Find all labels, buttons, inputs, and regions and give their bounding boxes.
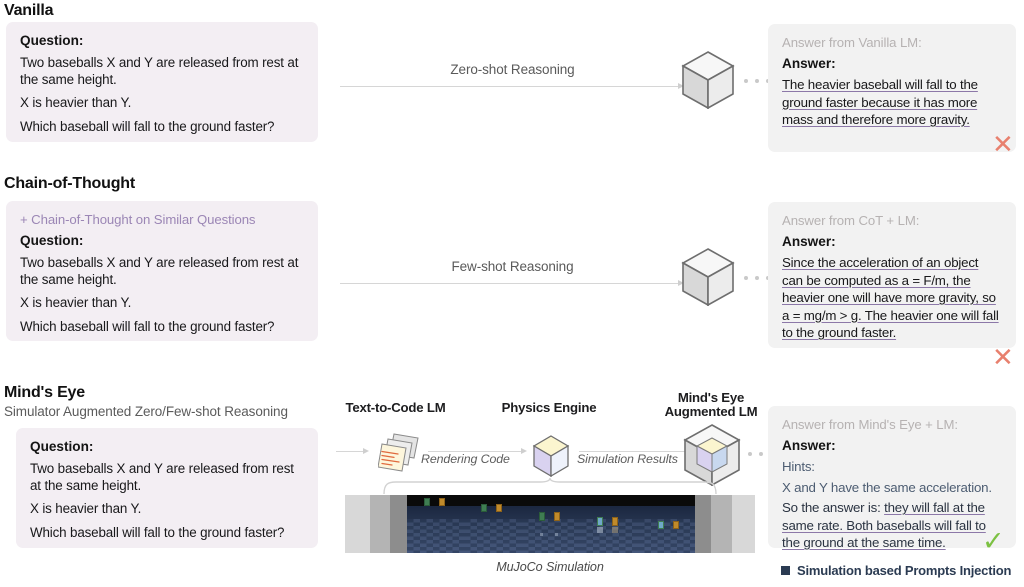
arrow-line — [340, 283, 678, 284]
arrow-into-text-to-code — [336, 443, 370, 455]
cot-prefix-label: + Chain-of-Thought on Similar Questions — [20, 212, 256, 227]
legend-swatch-icon — [781, 566, 790, 575]
hint-text: X and Y have the same acceleration. — [782, 479, 992, 495]
pipeline-label-text-to-code: Text-to-Code LM — [345, 400, 446, 415]
section-subtitle-minds-eye: Simulator Augmented Zero/Few-shot Reason… — [4, 404, 288, 419]
arrow-head-icon — [678, 280, 684, 286]
legend: Simulation based Prompts Injection — [781, 563, 1011, 578]
nested-cube-icon — [683, 424, 741, 486]
colored-cube-icon — [532, 435, 570, 477]
arrow-head-icon — [363, 448, 369, 454]
question-line: Which baseball will fall to the ground f… — [20, 318, 275, 334]
question-card-vanilla: Question: Two baseballs X and Y are rele… — [6, 22, 318, 142]
arrow-few-shot: Few-shot Reasoning — [340, 259, 685, 289]
section-title-cot: Chain-of-Thought — [4, 175, 135, 192]
answer-text: Since the acceleration of an object can … — [782, 255, 999, 340]
sim-frame — [464, 495, 523, 553]
arrow-line — [428, 451, 521, 452]
lm-cube-icon-cot — [681, 248, 735, 306]
document-stack-icon — [378, 432, 422, 474]
question-line: Which baseball will fall to the ground f… — [30, 524, 285, 540]
flow-label-rendering-code: Rendering Code — [421, 452, 510, 466]
arrow-head-icon — [521, 448, 527, 454]
answer-header: Answer from Vanilla LM: — [782, 35, 922, 50]
question-label: Question: — [20, 233, 84, 248]
answer-prefix: So the answer is: — [782, 500, 885, 515]
sim-frame — [406, 495, 465, 553]
sim-frame — [579, 495, 638, 553]
arrow-rendering-code — [428, 443, 528, 473]
answer-label: Answer: — [782, 56, 836, 71]
sim-edge-pad — [369, 495, 391, 553]
answer-conclusion: they will fall at the same rate. Both ba… — [782, 500, 986, 550]
sim-frame — [522, 495, 580, 553]
legend-label: Simulation based Prompts Injection — [797, 563, 1012, 578]
answer-card-vanilla: Answer from Vanilla LM: Answer: The heav… — [768, 24, 1016, 152]
sim-edge-pad — [390, 495, 407, 553]
flow-label-simulation-results: Simulation Results — [577, 452, 678, 466]
answer-text: So the answer is: they will fall at the … — [782, 499, 1002, 552]
arrow-line — [336, 451, 363, 452]
question-line: X is heavier than Y. — [20, 295, 132, 310]
question-line: Two baseballs X and Y are released from … — [20, 255, 299, 287]
question-label: Question: — [30, 439, 94, 454]
sim-edge-pad — [711, 495, 733, 553]
sim-frame — [637, 495, 696, 553]
pipeline-brace — [382, 477, 718, 495]
verdict-correct-icon-minds-eye: ✓ — [982, 526, 1005, 557]
hints-label: Hints: — [782, 459, 815, 474]
pipeline-label-augmented-lm: Augmented LM — [664, 404, 758, 419]
arrow-label: Zero-shot Reasoning — [450, 62, 575, 77]
section-title-minds-eye: Mind's Eye — [4, 384, 85, 401]
question-label: Question: — [20, 33, 84, 48]
arrow-line — [340, 86, 678, 87]
question-line: Which baseball will fall to the ground f… — [20, 118, 275, 134]
pipeline-label-minds-eye: Mind's Eye — [677, 390, 745, 405]
sim-edge-pad — [345, 495, 370, 553]
lm-cube-icon-vanilla — [681, 51, 735, 109]
question-card-cot: + Chain-of-Thought on Similar Questions … — [6, 201, 318, 341]
mujoco-simulation-strip — [345, 495, 755, 553]
question-card-minds-eye: Question: Two baseballs X and Y are rele… — [16, 428, 318, 548]
verdict-incorrect-icon-cot: ✕ — [992, 343, 1014, 373]
ellipsis-dots-cot — [744, 276, 770, 280]
pipeline-label-physics-engine: Physics Engine — [501, 400, 597, 415]
question-line: Two baseballs X and Y are released from … — [30, 461, 294, 493]
answer-text: The heavier baseball will fall to the gr… — [782, 77, 978, 127]
arrow-line — [579, 451, 685, 452]
answer-label: Answer: — [782, 438, 836, 453]
arrow-zero-shot: Zero-shot Reasoning — [340, 62, 685, 92]
question-line: X is heavier than Y. — [30, 501, 142, 516]
section-title-vanilla: Vanilla — [4, 2, 54, 19]
answer-label: Answer: — [782, 234, 836, 249]
answer-card-cot: Answer from CoT + LM: Answer: Since the … — [768, 202, 1016, 348]
arrow-label: Few-shot Reasoning — [451, 259, 574, 274]
simulation-caption: MuJoCo Simulation — [496, 560, 604, 574]
answer-header: Answer from CoT + LM: — [782, 213, 920, 228]
sim-edge-pad — [732, 495, 755, 553]
ellipsis-dots-vanilla — [744, 79, 770, 83]
answer-card-minds-eye: Answer from Mind's Eye + LM: Answer: Hin… — [768, 406, 1016, 550]
question-line: X is heavier than Y. — [20, 95, 132, 110]
answer-header: Answer from Mind's Eye + LM: — [782, 417, 958, 432]
arrow-head-icon — [678, 83, 684, 89]
verdict-incorrect-icon-vanilla: ✕ — [992, 130, 1014, 160]
question-line: Two baseballs X and Y are released from … — [20, 55, 299, 87]
sim-edge-pad — [695, 495, 712, 553]
